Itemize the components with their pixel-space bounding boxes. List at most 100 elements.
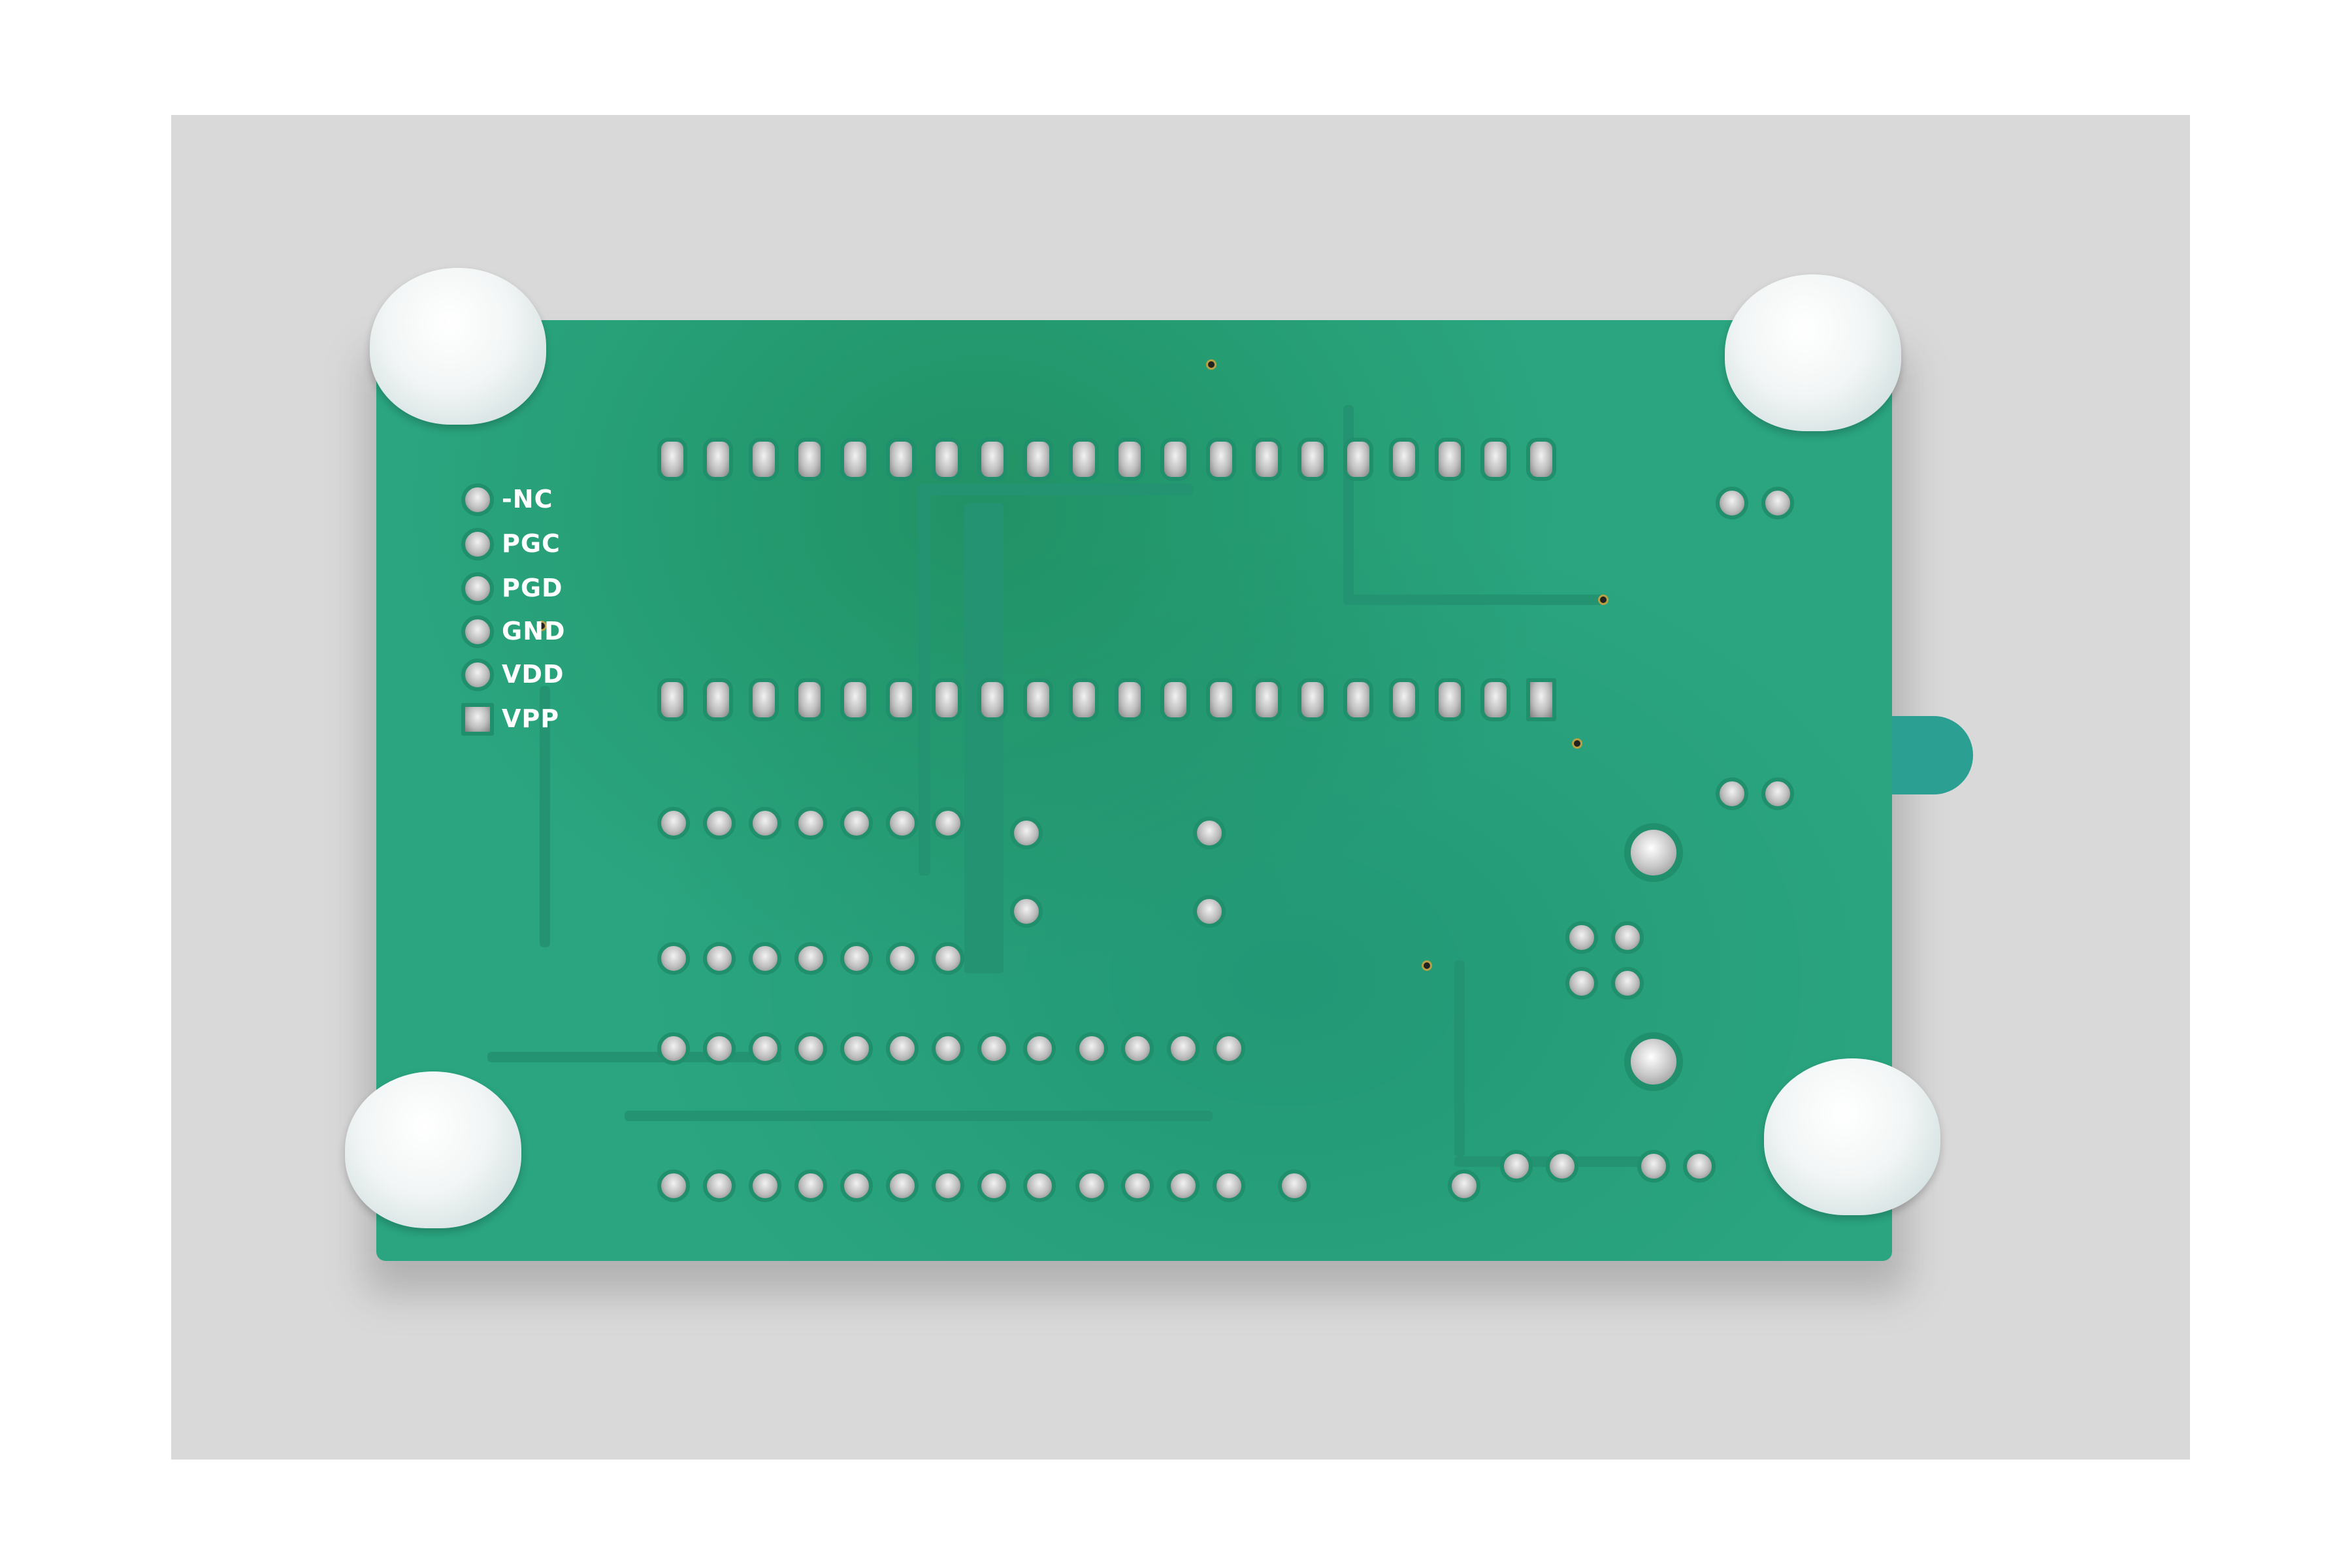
rubber-foot-top-left (370, 268, 546, 425)
solder-pad (932, 438, 962, 481)
solder-pad (1115, 438, 1145, 481)
solder-pad (1435, 438, 1465, 481)
solder-pad (1121, 1032, 1154, 1065)
solder-pad (1075, 1032, 1108, 1065)
solder-pad (1565, 967, 1598, 1000)
solder-pad (1252, 678, 1282, 721)
solder-pad (1298, 438, 1328, 481)
solder-pad (1546, 1150, 1578, 1183)
icsp-pad-vpp (461, 703, 494, 736)
solder-pad (840, 438, 870, 481)
solder-pad (794, 438, 825, 481)
solder-pad (1435, 678, 1465, 721)
solder-pad (1480, 678, 1511, 721)
solder-pad (703, 438, 733, 481)
silk-label-pgd: PGD (502, 574, 563, 602)
trace-wide (964, 503, 1004, 973)
solder-pad (1069, 438, 1099, 481)
solder-pad (1716, 777, 1748, 810)
solder-pad (1761, 487, 1794, 519)
via (1422, 960, 1432, 971)
pcb-board: -NC PGC PGD GND VDD VPP (376, 320, 1892, 1261)
solder-pad (1010, 895, 1043, 928)
solder-pad (977, 678, 1007, 721)
solder-pad (1121, 1169, 1154, 1202)
solder-pad (1193, 895, 1226, 928)
solder-pad (1023, 1032, 1056, 1065)
rubber-foot-top-right (1725, 274, 1901, 431)
solder-pad (1565, 921, 1598, 954)
solder-pad (1206, 438, 1236, 481)
solder-pad (1023, 438, 1053, 481)
solder-pad (977, 438, 1007, 481)
solder-pad (886, 438, 916, 481)
solder-pad (932, 1169, 964, 1202)
solder-pad (657, 438, 687, 481)
side-lever-tab (1888, 716, 1973, 794)
solder-pad (886, 1169, 919, 1202)
solder-pad (840, 807, 873, 840)
trace (1454, 960, 1465, 1156)
solder-pad (1389, 438, 1419, 481)
via (1572, 738, 1582, 749)
solder-pad (703, 678, 733, 721)
solder-pad (703, 807, 736, 840)
solder-pad (1160, 678, 1190, 721)
solder-pad (657, 942, 690, 975)
solder-pad (1075, 1169, 1108, 1202)
solder-pad (1761, 777, 1794, 810)
solder-pad (1716, 487, 1748, 519)
solder-pad (1448, 1169, 1480, 1202)
trace (919, 483, 930, 875)
via (1206, 359, 1217, 370)
silk-label-pgc: PGC (502, 529, 561, 558)
solder-pad (840, 1032, 873, 1065)
solder-pad (749, 807, 781, 840)
solder-pad (886, 942, 919, 975)
solder-pad (749, 1032, 781, 1065)
solder-pad (657, 1169, 690, 1202)
square-pin1-pad (1526, 678, 1556, 721)
via (1598, 595, 1609, 605)
solder-pad (1160, 438, 1190, 481)
solder-pad (1213, 1169, 1245, 1202)
solder-pad (1480, 438, 1511, 481)
silk-label-vpp: VPP (502, 704, 560, 733)
solder-pad (1252, 438, 1282, 481)
solder-pad (657, 807, 690, 840)
solder-pad (932, 942, 964, 975)
solder-pad (657, 1032, 690, 1065)
solder-pad (794, 678, 825, 721)
solder-pad (1193, 817, 1226, 849)
solder-pad (703, 942, 736, 975)
solder-pad (977, 1169, 1010, 1202)
icsp-pad-pgc (461, 528, 494, 561)
silk-label-vdd: VDD (502, 660, 564, 689)
trace (1343, 595, 1605, 605)
solder-pad (1023, 678, 1053, 721)
solder-pad (840, 1169, 873, 1202)
solder-pad (657, 678, 687, 721)
solder-pad (886, 807, 919, 840)
icsp-pad-gnd (461, 615, 494, 648)
solder-pad (1298, 678, 1328, 721)
solder-pad (1683, 1150, 1716, 1183)
icsp-pad-vdd (461, 659, 494, 691)
silk-label-nc: -NC (502, 485, 553, 514)
large-mounting-pad (1624, 823, 1683, 882)
solder-pad (840, 678, 870, 721)
solder-pad (1115, 678, 1145, 721)
solder-pad (886, 678, 916, 721)
solder-pad (932, 1032, 964, 1065)
solder-pad (1010, 817, 1043, 849)
icsp-pad-pgd (461, 572, 494, 605)
solder-pad (1611, 921, 1644, 954)
solder-pad (749, 438, 779, 481)
solder-pad (1500, 1150, 1533, 1183)
solder-pad (840, 942, 873, 975)
via (536, 621, 547, 631)
solder-pad (1167, 1032, 1200, 1065)
solder-pad (1343, 678, 1373, 721)
solder-pad (703, 1032, 736, 1065)
solder-pad (1389, 678, 1419, 721)
